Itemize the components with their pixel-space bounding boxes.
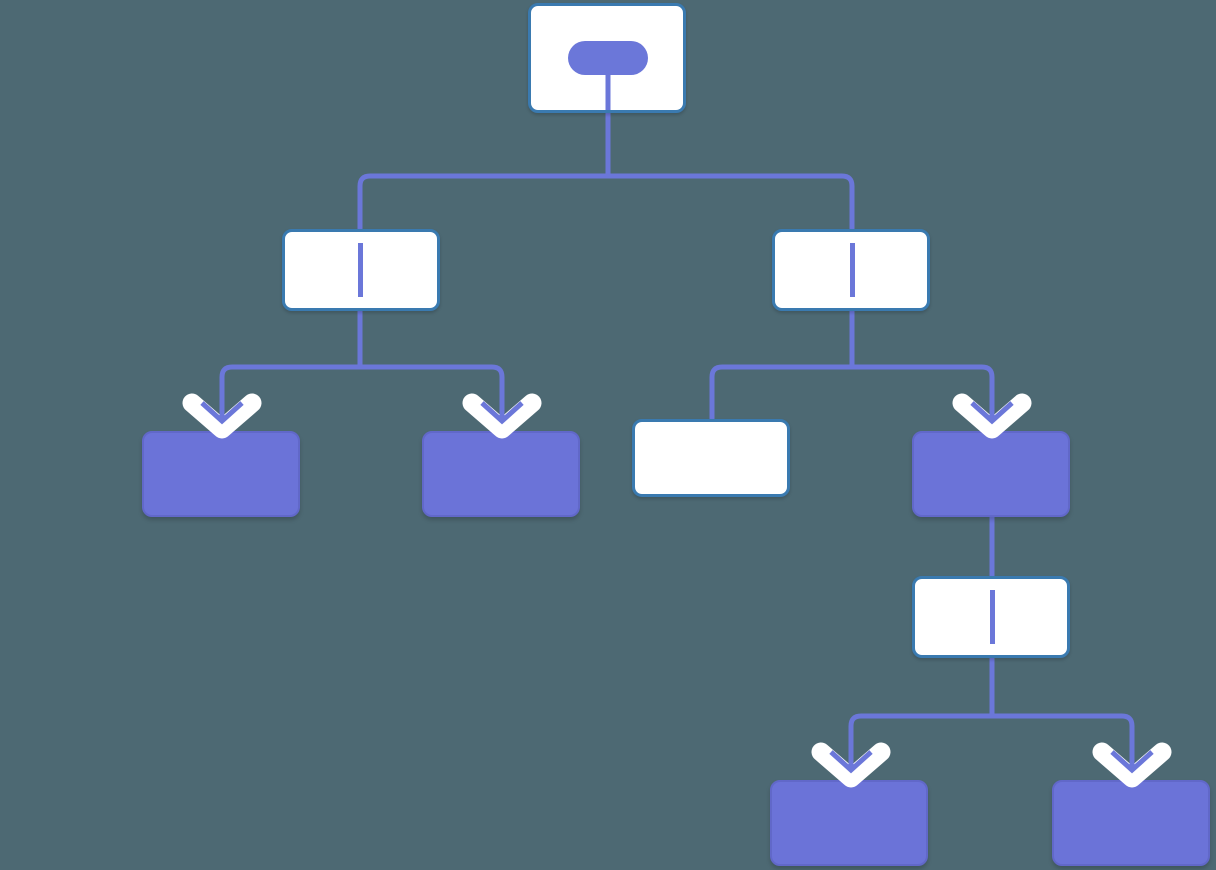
node-pill-root bbox=[568, 41, 648, 75]
node-l4[interactable] bbox=[912, 576, 1070, 658]
node-l3d[interactable] bbox=[912, 431, 1070, 517]
node-l3b[interactable] bbox=[422, 431, 580, 517]
node-l5a[interactable] bbox=[770, 780, 928, 866]
node-l3c[interactable] bbox=[632, 419, 790, 497]
node-l3a[interactable] bbox=[142, 431, 300, 517]
node-l2b[interactable] bbox=[772, 229, 930, 311]
node-l5b[interactable] bbox=[1052, 780, 1210, 866]
node-root[interactable] bbox=[528, 3, 686, 113]
node-l2a[interactable] bbox=[282, 229, 440, 311]
